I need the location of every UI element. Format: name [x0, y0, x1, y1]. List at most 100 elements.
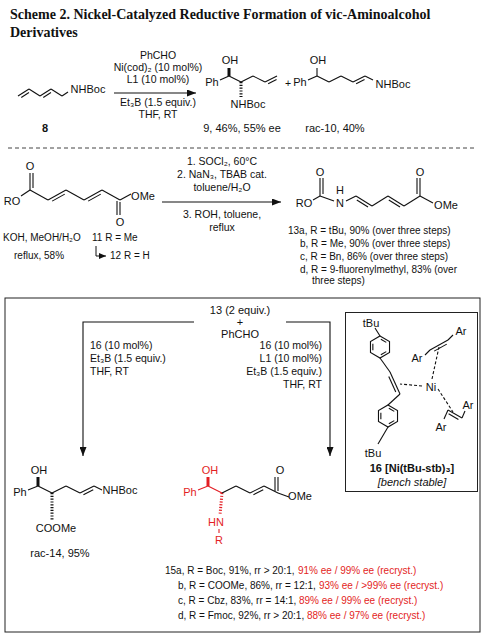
bond-line — [51, 89, 62, 96]
condition-label: THF, RT — [139, 109, 178, 121]
structure-text: 89% ee / 99% ee (recryst.) — [299, 595, 417, 606]
structure-text: NHBoc — [71, 83, 106, 95]
bond-line — [353, 76, 365, 82]
structure-text: N — [336, 197, 344, 209]
bond-line — [94, 486, 102, 490]
condition-label: PhCHO — [140, 50, 176, 62]
bond-line — [18, 89, 29, 96]
bond-line — [378, 427, 388, 444]
structure-text: 16 [Ni(tBu-stb)₃] — [370, 462, 455, 474]
structure-text: OH — [222, 54, 239, 66]
structure-text: 8 — [42, 122, 48, 134]
condition-label: Et₃B (1.5 equiv.) — [246, 366, 322, 378]
bond-line — [207, 477, 210, 486]
bond-line — [40, 89, 51, 96]
bond-line — [462, 411, 465, 418]
structure-text: c, R = Cbz, 83%, rr = 14:1, — [178, 595, 296, 606]
bond-line — [116, 201, 117, 215]
bond-line — [329, 76, 341, 82]
bond-line — [32, 173, 33, 188]
bond-line — [375, 328, 380, 336]
bond-line — [372, 344, 373, 350]
bond-line — [198, 486, 208, 490]
structure-text: tBu — [363, 317, 380, 329]
bond-line — [432, 347, 439, 379]
structure-text: O — [116, 216, 125, 228]
structure-text: 9, 46%, 55% ee — [203, 122, 281, 134]
structure-text: Ni — [426, 381, 436, 393]
bond-line — [83, 490, 93, 495]
structure-text: Ar — [436, 421, 447, 433]
structure-text: NHBoc — [231, 98, 266, 110]
bond-line — [220, 76, 229, 80]
structure-text: + — [237, 316, 243, 328]
bond-line — [389, 200, 400, 207]
bond-line — [341, 76, 353, 82]
bond-line — [29, 89, 40, 96]
starting-diene: NHBoc 8 — [14, 78, 110, 138]
bond-line — [277, 477, 278, 491]
structure-text: RO — [4, 195, 21, 207]
condition-label: + — [285, 78, 291, 90]
bond-line — [388, 394, 400, 405]
bond-line — [88, 194, 101, 201]
bond-line — [21, 93, 29, 98]
structure-text: 11 R = Me — [92, 232, 138, 243]
structure-text: 15a, R = Boc, 91%, rr > 20:1, — [165, 565, 295, 576]
bond-line — [444, 410, 448, 419]
bond-line — [102, 190, 120, 200]
bond-line — [37, 477, 40, 486]
bond-line — [438, 389, 453, 412]
scheme-panel-frame — [5, 298, 480, 632]
structure-text: Ph — [205, 76, 218, 88]
reaction-arrow — [162, 201, 281, 202]
bond-line — [319, 178, 320, 196]
condition-label: 3. ROH, toluene, — [183, 209, 261, 221]
bond-line — [38, 486, 52, 493]
structure-text: 13a, R = tBu, 90% (over three steps) — [288, 225, 451, 236]
bond-line — [66, 486, 80, 493]
bond-line — [389, 377, 396, 392]
structure-text: d, R = Fmoc, 92%, rr > 20:1, — [178, 610, 304, 621]
structure-text: d, R = 9-fluorenylmethyl, 83% (over thre… — [300, 264, 478, 286]
structure-text: 12 R = H — [110, 250, 150, 261]
structure-text: Ph — [293, 76, 306, 88]
bond-line — [320, 196, 334, 201]
bond-line — [253, 76, 265, 82]
bond-line — [434, 344, 447, 351]
bond-line — [240, 82, 243, 97]
bond-line — [253, 490, 263, 495]
condition-label: 16 (10 mol%) — [90, 340, 152, 352]
product-structure: OHPhNHBocrac-10, 40% — [290, 50, 440, 138]
bond-line — [52, 486, 66, 493]
condition-label: Ni(cod)₂ (10 mol%) — [114, 62, 203, 74]
bond-line — [449, 414, 459, 420]
bond-line — [365, 76, 373, 80]
structure-text: PhCHO — [221, 328, 259, 340]
condition-label: toluene/H₂O — [193, 182, 250, 194]
bond-line — [241, 76, 253, 82]
starting-materials: 13 (2 equiv.)+PhCHO — [198, 303, 282, 344]
condition-label: 2. NaN₃, TBAB cat. — [177, 169, 267, 181]
bond-line — [425, 350, 430, 355]
structure-text: Ph — [183, 486, 196, 498]
bond-line — [21, 190, 30, 196]
structure-text: OH — [202, 464, 219, 476]
condition-label: Et₃B (1.5 equiv.) — [90, 353, 166, 365]
bond-line — [357, 200, 368, 207]
bond-line — [236, 486, 250, 493]
carbamate-structure: OROHNOOMe13a, R = tBu, 90% (over three s… — [285, 160, 481, 295]
bond-line — [28, 486, 38, 490]
bond-line — [51, 493, 54, 520]
condition-label: Et₃B (1.5 equiv.) — [120, 97, 196, 109]
structure-text: H — [336, 184, 344, 196]
scheme-title: Scheme 2. Nickel-Catalyzed Reductive For… — [10, 6, 472, 42]
bond-line — [264, 486, 278, 493]
bond-line — [265, 76, 277, 82]
condition-label: L1 (10 mol%) — [127, 74, 189, 86]
bond-line — [80, 486, 94, 493]
dashed-separator — [8, 148, 477, 149]
catalyst-inset-box: tBuArArNiArArtBu16 [Ni(tBu-stb)₃][bench … — [345, 312, 478, 492]
bond-line — [228, 68, 231, 76]
